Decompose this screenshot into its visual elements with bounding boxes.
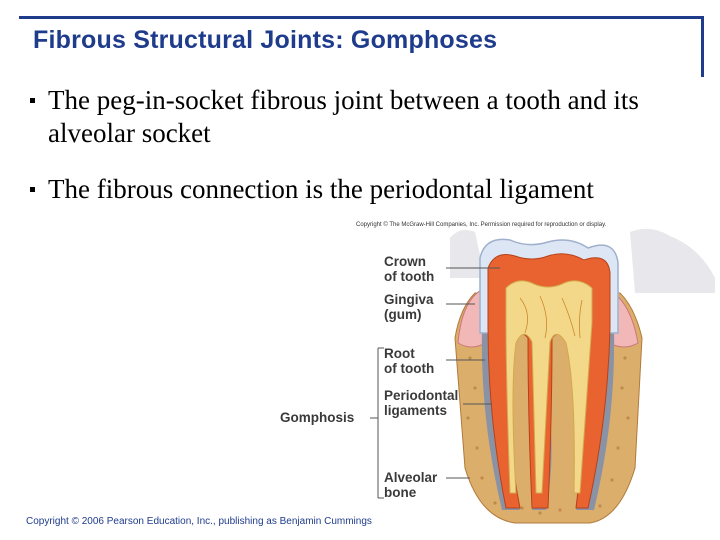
label-periodontal: Periodontal ligaments	[384, 388, 458, 418]
slide-title: Fibrous Structural Joints: Gomphoses	[33, 26, 497, 55]
bullet-item: The fibrous connection is the periodonta…	[28, 173, 688, 206]
bullet-text: The peg-in-socket fibrous joint between …	[48, 85, 639, 148]
bullet-item: The peg-in-socket fibrous joint between …	[28, 84, 688, 150]
tooth-illustration	[270, 218, 720, 530]
label-root: Root of tooth	[384, 346, 434, 376]
bullet-list: The peg-in-socket fibrous joint between …	[28, 84, 688, 229]
bullet-square-icon	[30, 98, 35, 103]
bullet-text: The fibrous connection is the periodonta…	[48, 174, 594, 204]
label-gomphosis: Gomphosis	[280, 410, 354, 425]
bullet-square-icon	[30, 187, 35, 192]
neighbor-tooth-right	[630, 229, 715, 293]
label-gingiva: Gingiva (gum)	[384, 292, 434, 322]
label-alveolar: Alveolar bone	[384, 470, 437, 500]
tooth-diagram: Copyright © The McGraw-Hill Companies, I…	[270, 218, 720, 530]
figure-copyright: Copyright © The McGraw-Hill Companies, I…	[356, 222, 606, 228]
footer-copyright: Copyright © 2006 Pearson Education, Inc.…	[26, 516, 372, 527]
label-crown: Crown of tooth	[384, 254, 434, 284]
